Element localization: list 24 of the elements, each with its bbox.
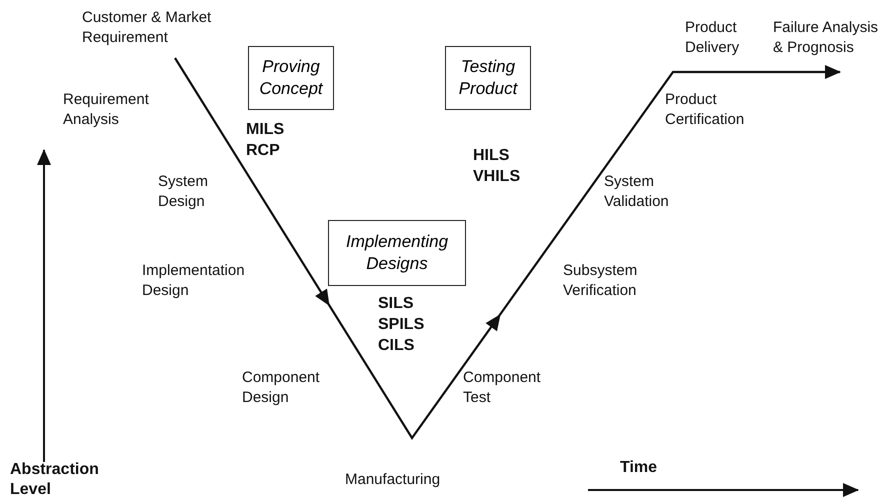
method-label: VHILS (473, 167, 520, 187)
stage-label: System Validation (604, 172, 670, 212)
stage-label: Product Delivery (685, 18, 740, 58)
method-label: MILS (246, 120, 284, 140)
stage-label: Subsystem Verification (563, 261, 638, 301)
stage-label: Product Certification (665, 90, 746, 130)
stage-label: Component Design (242, 368, 321, 408)
stage-box: Testing Product (445, 46, 531, 110)
method-label: SILS (378, 294, 414, 314)
method-label: SPILS (378, 315, 424, 335)
stage-box: Proving Concept (248, 46, 334, 110)
stage-label: System Design (158, 172, 210, 212)
axis-label: Abstraction Level (10, 460, 100, 497)
method-label: HILS (473, 146, 510, 166)
axis-label: Time (620, 458, 658, 478)
stage-label: Manufacturing (345, 470, 440, 490)
stage-label: Failure Analysis & Prognosis (773, 18, 881, 72)
stage-label: Component Test (463, 368, 542, 408)
stage-label: Implementation Design (142, 261, 246, 301)
stage-box: Implementing Designs (328, 220, 466, 286)
stage-label: Requirement Analysis (63, 90, 150, 130)
method-label: CILS (378, 336, 414, 356)
method-label: RCP (246, 141, 280, 161)
stage-label: Customer & Market Requirement (82, 8, 222, 58)
